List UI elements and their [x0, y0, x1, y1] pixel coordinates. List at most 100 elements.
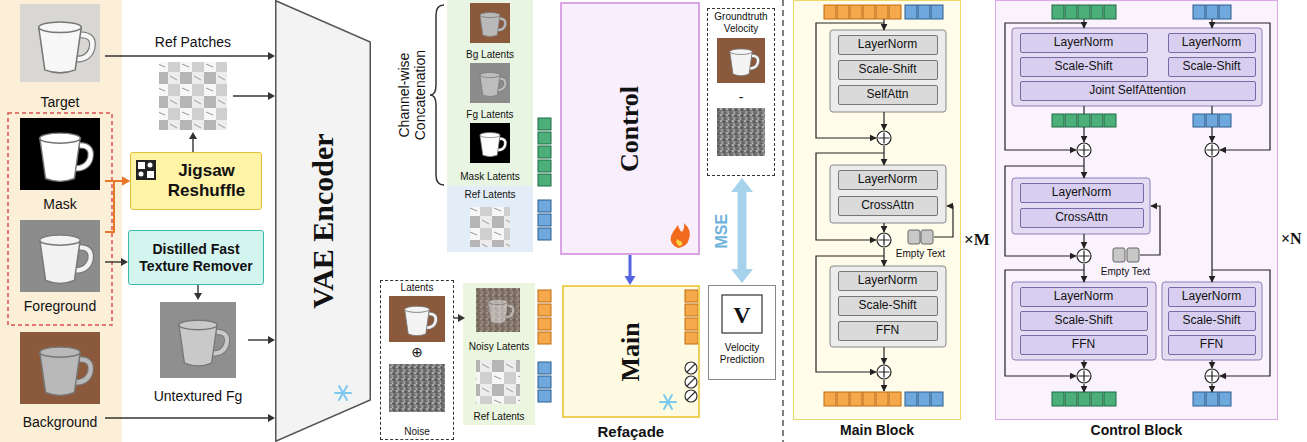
- text-token: Empty Text: [1098, 246, 1154, 278]
- connector: [731, 178, 753, 283]
- repeat-count: ×N: [1281, 230, 1302, 248]
- node-text: Scale-Shift: [1182, 60, 1240, 74]
- control-block-wiring: [1077, 143, 1091, 157]
- control-block-wiring: [1205, 143, 1219, 157]
- latent-images: [389, 0, 783, 442]
- control-block-wiring: [1083, 384, 1084, 392]
- dashed-group: Latents⊕Noise: [380, 280, 454, 440]
- panel-fills: [995, 0, 1278, 420]
- connector: [189, 132, 197, 152]
- arrowhead: [121, 258, 128, 266]
- latent-images: [476, 288, 520, 332]
- latent-images: [538, 118, 551, 186]
- arrowhead: [731, 269, 753, 283]
- latent-tile: Bg Latents: [452, 2, 528, 60]
- node-text: Foreground: [5, 298, 115, 314]
- connector: [625, 255, 636, 285]
- node-text: LayerNorm: [1054, 290, 1113, 304]
- image-tile: Untextured Fg: [148, 300, 248, 404]
- latent-images: [685, 362, 697, 402]
- latent-images: [389, 296, 445, 342]
- latent-images: [470, 207, 510, 247]
- latent-images: [538, 160, 551, 172]
- node-text: FFN: [876, 324, 899, 338]
- layer-box: LayerNorm: [1168, 33, 1256, 53]
- node-text: Scale-Shift: [858, 299, 916, 313]
- latent-images: [782, 0, 784, 442]
- input-images: [138, 162, 145, 169]
- latent-tile: Noisy Latents: [465, 286, 533, 352]
- panel-fills: [793, 0, 961, 420]
- control-block-wiring: [1219, 114, 1231, 127]
- image-tile: Ref Patches: [153, 34, 233, 132]
- arrowhead: [268, 336, 275, 344]
- latent-images: [538, 118, 551, 130]
- main-block-wiring: [889, 392, 901, 406]
- main-block-wiring: [837, 5, 849, 19]
- latent-images: [687, 364, 695, 400]
- node-text: Distilled Fast Texture Remover: [132, 241, 260, 273]
- connector-line: [197, 285, 198, 294]
- control-block-wiring: [1012, 178, 1150, 234]
- control-block-wiring: [1077, 369, 1091, 383]
- main-block-wiring: [889, 5, 901, 19]
- layer-box: CrossAttn: [838, 196, 938, 216]
- arrowhead: [268, 92, 275, 100]
- layer-box: Scale-Shift: [838, 296, 938, 316]
- control-block-wiring: [1078, 114, 1090, 127]
- arrowhead: [625, 276, 636, 285]
- connector-line: [629, 255, 632, 278]
- node-text: SelfAttn: [866, 88, 908, 102]
- node-text: Empty Text: [893, 248, 949, 260]
- node-text: LayerNorm: [1182, 36, 1241, 50]
- panel-fills: [447, 0, 533, 186]
- input-images: [20, 4, 100, 82]
- block-panel: Control BlockLayerNormLayerNormScale-Shi…: [995, 0, 1278, 420]
- node-text: LayerNorm: [858, 274, 917, 288]
- main-block-wiring: [905, 5, 917, 19]
- control-block-wiring: [1193, 392, 1205, 406]
- main-block-wiring: [931, 5, 943, 19]
- node-text: Control: [615, 85, 645, 171]
- panel-fills: [560, 2, 700, 255]
- panel-fills: [0, 0, 1278, 442]
- main-block-wiring: [883, 380, 884, 391]
- encoder-trapezoid: VAE Encoder: [275, 0, 371, 442]
- control-block-wiring: [1211, 106, 1212, 114]
- layer-box: LayerNorm: [838, 35, 938, 55]
- node-text: VAE Encoder: [306, 133, 341, 308]
- latent-images: [538, 332, 551, 344]
- repeat-count: ×M: [964, 230, 990, 250]
- control-block-wiring: [1078, 392, 1090, 406]
- panel-title: Control Block: [976, 422, 1297, 438]
- control-block-wiring: [1078, 5, 1090, 19]
- main-block-wiring: [830, 266, 946, 347]
- arrowhead: [122, 177, 130, 186]
- process-box: Distilled Fast Texture Remover: [128, 230, 264, 285]
- control-block-wiring: [1052, 114, 1064, 127]
- connector-line: [233, 95, 269, 96]
- main-block-wiring: [877, 365, 891, 379]
- control-block-wiring: [1083, 106, 1084, 114]
- node-text: Ref Latents: [442, 189, 538, 201]
- node-text: Bg Latents: [442, 49, 538, 61]
- control-block-wiring: [1083, 234, 1084, 248]
- latent-images: [660, 395, 676, 409]
- latent-images: [660, 395, 676, 409]
- latent-images: [717, 38, 765, 83]
- main-block-wiring: [918, 392, 930, 406]
- control-block-wiring: [1091, 5, 1103, 19]
- main-block-wiring: [824, 5, 836, 19]
- control-block-wiring: [1127, 248, 1139, 262]
- main-block-wiring: [830, 165, 946, 223]
- main-block-wiring: [876, 5, 888, 19]
- main-block-wiring: [816, 5, 953, 406]
- main-block-wiring: [863, 5, 875, 19]
- control-block-wiring: [1219, 5, 1231, 19]
- edge-label: MSE: [713, 213, 731, 248]
- main-block-wiring: [877, 131, 891, 145]
- node-text: CrossAttn: [861, 199, 914, 213]
- node-text: Scale-Shift: [858, 63, 916, 77]
- latent-images: [741, 186, 742, 283]
